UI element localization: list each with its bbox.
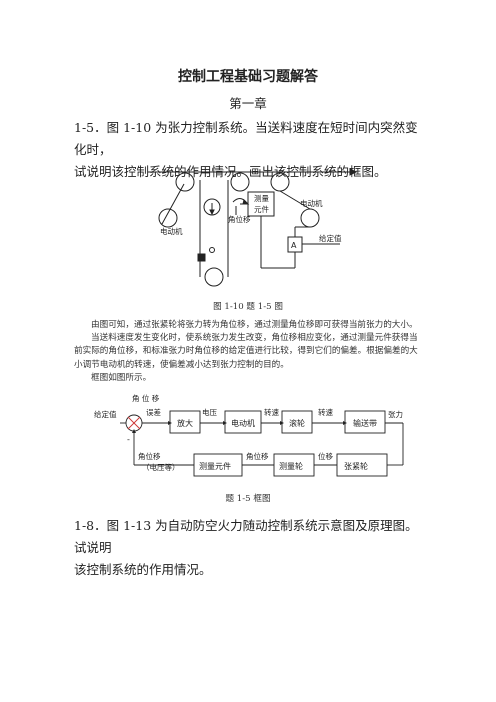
label-feedback-voltage: （电压等） bbox=[142, 462, 180, 472]
guide-roller-left bbox=[175, 172, 195, 192]
label-feedback-angle: 角位移 bbox=[138, 451, 161, 461]
paragraph: 框图如图所示。 bbox=[91, 372, 152, 383]
explanation-block: 由图可知，通过张紧轮将张力转为角位移，通过测量角位移即可获得当前张力的大小。 当… bbox=[74, 319, 424, 385]
left-motor-symbol bbox=[158, 208, 178, 228]
label-speed-2: 转速 bbox=[318, 407, 333, 417]
paragraph: 当送料速度发生变化时，使系统张力发生改变，角位移相应变化，通过测量元件获得当前实… bbox=[74, 333, 418, 370]
question-line: 该控制系统的作用情况。 bbox=[74, 562, 212, 577]
block-conveyor-label: 输送带 bbox=[353, 418, 377, 428]
block-amplifier-label: 放大 bbox=[177, 418, 193, 428]
block-measure-wheel-label: 测量轮 bbox=[279, 461, 303, 471]
label-measure-2: 元件 bbox=[254, 204, 269, 214]
roller-axis bbox=[209, 247, 215, 253]
figure-1-10-caption: 图 1-10 题 1-5 图 bbox=[213, 302, 283, 312]
guide-roller-mid bbox=[230, 172, 250, 192]
label-displacement: 位移 bbox=[318, 451, 333, 461]
label-speed-1: 转速 bbox=[264, 407, 279, 417]
label-angle-displacement: 角位移 bbox=[228, 214, 251, 224]
label-angle-top: 角 位 移 bbox=[132, 393, 160, 403]
guide-roller-right bbox=[270, 172, 290, 192]
question-line: 1-8．图 1-13 为自动防空火力随动控制系统示意图及原理图。试说明 bbox=[74, 518, 418, 555]
label-measure-1: 测量 bbox=[254, 194, 269, 203]
label-tension: 张力 bbox=[388, 409, 403, 419]
label-minus-sign: - bbox=[127, 435, 130, 444]
label-setpoint: 给定值 bbox=[94, 409, 117, 419]
weight-block bbox=[197, 253, 206, 262]
page-title: 控制工程基础习题解答 bbox=[178, 69, 318, 85]
label-motor-right: 电动机 bbox=[300, 198, 323, 208]
block-diagram-caption: 题 1-5 框图 bbox=[225, 494, 271, 504]
label-error: 误差 bbox=[146, 407, 161, 417]
block-motor-label: 电动机 bbox=[231, 418, 255, 428]
dancer-roller bbox=[204, 267, 224, 287]
question-1-8: 1-8．图 1-13 为自动防空火力随动控制系统示意图及原理图。试说明 该控制系… bbox=[74, 515, 424, 581]
label-voltage: 电压 bbox=[202, 407, 217, 417]
label-setpoint: 给定值 bbox=[319, 233, 342, 243]
right-motor-symbol bbox=[300, 208, 320, 228]
block-roller-label: 滚轮 bbox=[289, 418, 305, 428]
chapter-heading: 第一章 bbox=[229, 96, 267, 111]
question-line: 1-5．图 1-10 为张力控制系统。当送料速度在短时间内突然变化时， bbox=[74, 120, 418, 157]
arrow-right-icon bbox=[349, 168, 358, 176]
block-measure-element-label: 测量元件 bbox=[199, 461, 231, 471]
tension-system-figure: 电动机 角位移 测量 元件 电动机 给定值 A bbox=[148, 168, 358, 287]
label-amplifier-symbol: A bbox=[291, 241, 297, 250]
block-diagram: 给定值 角 位 移 误差 放大 电压 电动机 转速 滚轮 转速 输送带 张力 张… bbox=[94, 393, 404, 477]
label-angle-mid: 角位移 bbox=[246, 451, 269, 461]
paragraph: 由图可知，通过张紧轮将张力转为角位移，通过测量角位移即可获得当前张力的大小。 bbox=[91, 320, 418, 330]
block-tensioner-label: 张紧轮 bbox=[344, 461, 368, 471]
label-motor-left: 电动机 bbox=[160, 226, 183, 236]
